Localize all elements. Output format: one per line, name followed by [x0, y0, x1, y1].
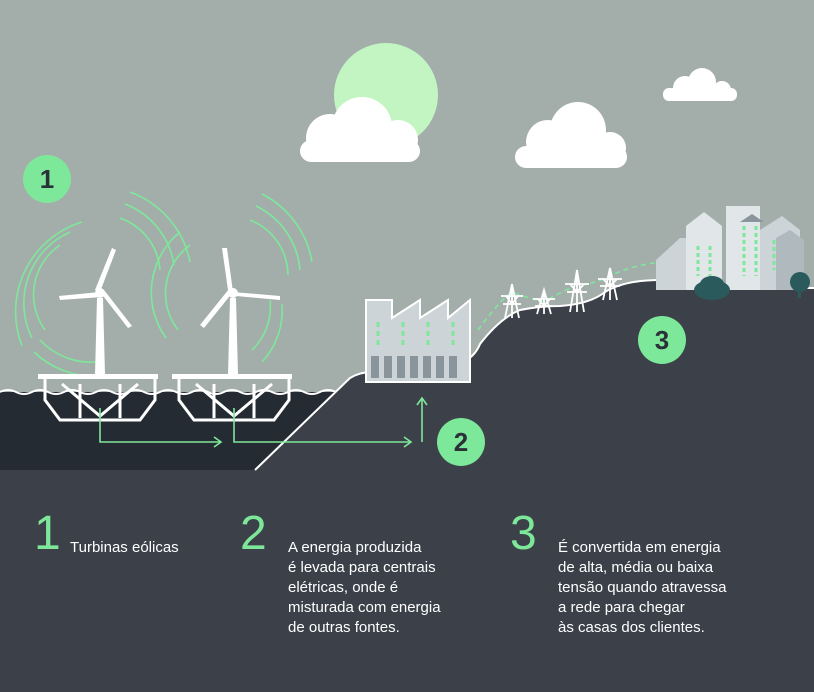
power-pylon-icon — [598, 267, 622, 301]
legend-line: A energia produzida — [288, 539, 422, 556]
legend-line: tensão quando atravessa — [558, 579, 727, 596]
factory-icon — [365, 297, 471, 383]
legend-step-2-text: A energia produzida é levada para centra… — [288, 538, 488, 638]
step-badge-3-label: 3 — [655, 325, 669, 355]
legend-line: de alta, média ou baixa — [558, 559, 714, 576]
step-badge-3: 3 — [638, 316, 686, 364]
wave-line — [0, 389, 337, 395]
arrow-icon — [99, 396, 428, 448]
legend-line: Turbinas eólicas — [70, 539, 179, 556]
ground — [0, 280, 814, 692]
legend-line: é levada para centrais — [288, 559, 436, 576]
legend-line: misturada com energia — [288, 599, 441, 616]
step-badge-1: 1 — [23, 155, 71, 203]
legend-step-3-text: É convertida em energia de alta, média o… — [558, 538, 788, 638]
legend-line: de outras fontes. — [288, 619, 400, 636]
power-pylon-icon — [565, 269, 589, 313]
power-pylon-icon — [533, 286, 555, 315]
tree-icon — [790, 272, 810, 298]
step-badge-1-label: 1 — [40, 164, 54, 194]
legend-step-1-number: 1 — [34, 507, 61, 560]
wind-signal-icon — [150, 193, 313, 363]
legend-line: às casas dos clientes. — [558, 619, 705, 636]
legend-line: elétricas, onde é — [288, 579, 399, 596]
cloud-icon — [300, 97, 420, 162]
step-badge-2-label: 2 — [454, 427, 468, 457]
legend-line: É convertida em energia — [558, 539, 721, 556]
step-badge-2: 2 — [437, 418, 485, 466]
wind-turbine-icon — [38, 248, 158, 422]
legend-step-2-number: 2 — [240, 507, 267, 560]
power-pylon-icon — [501, 283, 523, 319]
legend-step-1-text: Turbinas eólicas — [70, 538, 230, 558]
legend-step-3-number: 3 — [510, 507, 537, 560]
cloud-icon — [515, 102, 627, 168]
cloud-icon — [663, 68, 737, 101]
tree-icon — [694, 276, 730, 300]
legend-line: a rede para chegar — [558, 599, 685, 616]
house-icon — [656, 206, 804, 290]
